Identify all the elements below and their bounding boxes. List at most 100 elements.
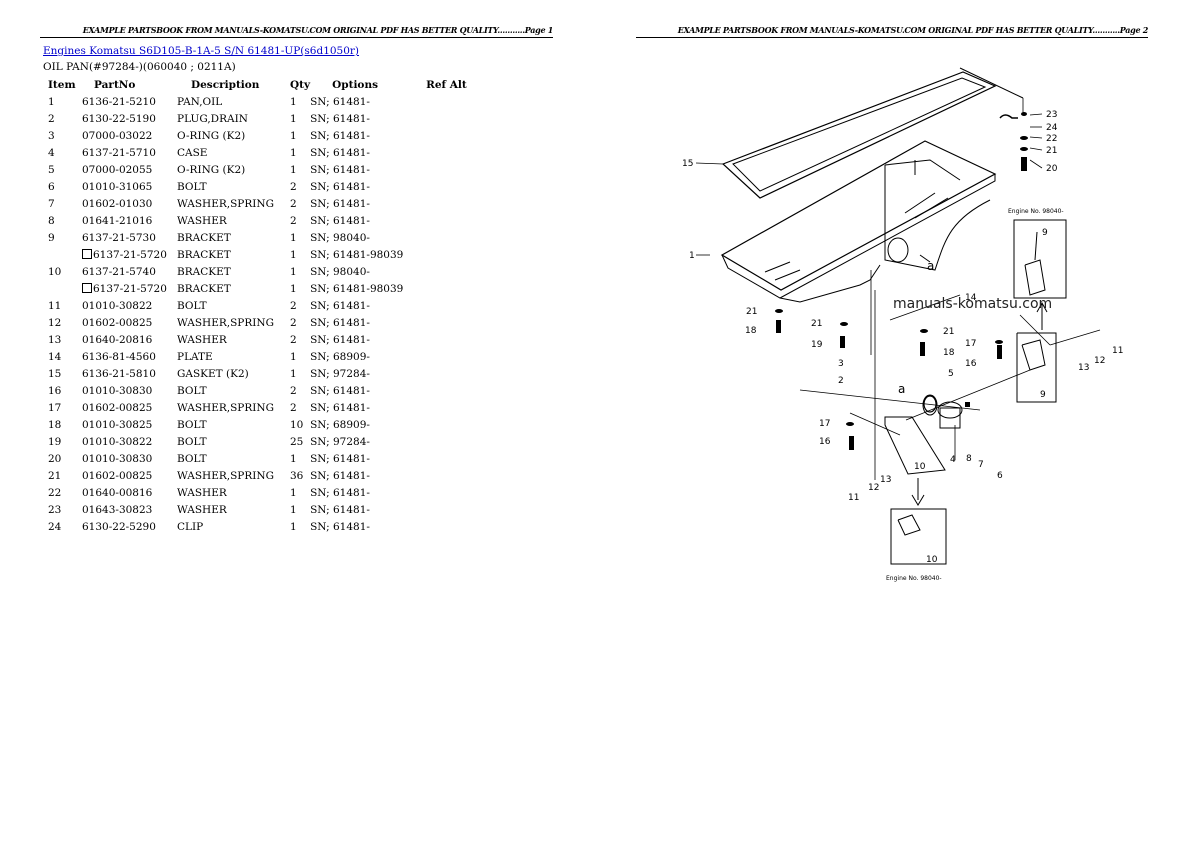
ref-alt-cell [426, 110, 486, 127]
callout-10b: 10 [926, 555, 938, 565]
ref-alt-cell [426, 93, 486, 110]
callout-3: 3 [838, 359, 844, 369]
page-2-header: EXAMPLE PARTSBOOK FROM MANUALS-KOMATSU.C… [636, 24, 1148, 38]
qty-cell: 1 [290, 265, 297, 278]
partno-cell: 01643-30823 [82, 503, 153, 516]
callout-21d: 21 [943, 327, 954, 337]
partno-cell: 01010-30822 [82, 435, 153, 448]
callout-9b: 9 [1042, 228, 1048, 238]
table-header-row: Item PartNo Description Qty Options Ref … [44, 76, 486, 93]
inset-bottom-label: Engine No. 98040- [886, 575, 942, 582]
qty-cell: 2 [290, 214, 297, 227]
ref-alt-cell [426, 484, 486, 501]
qty-cell: 1 [290, 163, 297, 176]
qty-cell: 2 [290, 401, 297, 414]
qty-cell: 2 [290, 197, 297, 210]
callout-9: 9 [1040, 390, 1046, 400]
partno-cell: 6137-21-5720 [82, 280, 177, 297]
partno-cell: 6137-21-5730 [82, 231, 156, 244]
case-and-brackets [884, 219, 1067, 565]
partno-cell: 01010-30825 [82, 418, 153, 431]
page-1-header: EXAMPLE PARTSBOOK FROM MANUALS-KOMATSU.C… [40, 24, 553, 38]
item-cell: 10 [48, 265, 62, 278]
qty-cell: 1 [290, 486, 297, 499]
ref-alt-cell [426, 416, 486, 433]
description-cell: WASHER,SPRING [177, 401, 274, 414]
qty-cell: 2 [290, 299, 297, 312]
partno-text: 6137-21-5720 [93, 248, 167, 261]
callout-a: a [927, 259, 934, 273]
oil-pan-drawing [720, 67, 1024, 303]
qty-cell: 1 [290, 146, 297, 159]
item-cell: 2 [48, 112, 55, 125]
qty-cell: 36 [290, 469, 304, 482]
callout-23: 23 [1046, 110, 1057, 120]
description-cell: CASE [177, 146, 208, 159]
options-cell: SN; 61481-98039 [310, 248, 404, 261]
col-options: Options [332, 78, 378, 91]
callout-21c: 21 [811, 319, 822, 329]
item-cell [44, 246, 82, 263]
partno-cell: 01641-21016 [82, 214, 153, 227]
qty-cell: 2 [290, 180, 297, 193]
description-cell: WASHER [177, 333, 227, 346]
ref-alt-cell [426, 280, 486, 297]
options-cell: SN; 68909- [310, 350, 370, 363]
options-cell: SN; 97284- [310, 367, 370, 380]
item-cell: 4 [48, 146, 55, 159]
callout-14: 14 [965, 293, 977, 303]
qty-cell: 1 [290, 367, 297, 380]
col-ref-alt: Ref Alt [426, 78, 467, 91]
item-cell: 8 [48, 214, 55, 227]
parts-table: Item PartNo Description Qty Options Ref … [44, 76, 486, 535]
description-cell: BRACKET [177, 265, 231, 278]
description-cell: WASHER [177, 486, 227, 499]
partno-cell: 01010-31065 [82, 180, 153, 193]
partno-cell: 6130-22-5190 [82, 112, 156, 125]
qty-cell: 1 [290, 503, 297, 516]
breadcrumb-link[interactable]: Engines Komatsu S6D105-B-1A-5 S/N 61481-… [43, 45, 360, 57]
partno-cell: 01602-00825 [82, 401, 153, 414]
callout-21: 21 [1046, 146, 1057, 156]
callout-1: 1 [689, 251, 695, 261]
partno-cell: 6137-21-5720 [82, 246, 177, 263]
qty-cell: 1 [290, 231, 297, 244]
description-cell: BRACKET [177, 248, 231, 261]
item-cell: 5 [48, 163, 55, 176]
description-cell: WASHER,SPRING [177, 316, 274, 329]
partno-cell: 6137-21-5740 [82, 265, 156, 278]
qty-cell: 1 [290, 350, 297, 363]
options-cell: SN; 61481- [310, 129, 370, 142]
description-cell: WASHER,SPRING [177, 469, 274, 482]
partno-cell: 07000-03022 [82, 129, 153, 142]
description-cell: O-RING (K2) [177, 129, 246, 142]
item-cell: 23 [48, 503, 62, 516]
item-cell: 3 [48, 129, 55, 142]
inset-top-label: Engine No. 98040- [1008, 208, 1064, 215]
col-description: Description [191, 78, 260, 91]
item-cell [44, 280, 82, 297]
description-cell: BOLT [177, 435, 207, 448]
description-cell: GASKET (K2) [177, 367, 249, 380]
options-cell: SN; 61481- [310, 503, 370, 516]
options-cell: SN; 61481-98039 [310, 282, 404, 295]
partno-cell: 07000-02055 [82, 163, 153, 176]
item-cell: 6 [48, 180, 55, 193]
qty-cell: 1 [290, 112, 297, 125]
options-cell: SN; 61481- [310, 384, 370, 397]
description-cell: PAN,OIL [177, 95, 223, 108]
description-cell: WASHER,SPRING [177, 197, 274, 210]
